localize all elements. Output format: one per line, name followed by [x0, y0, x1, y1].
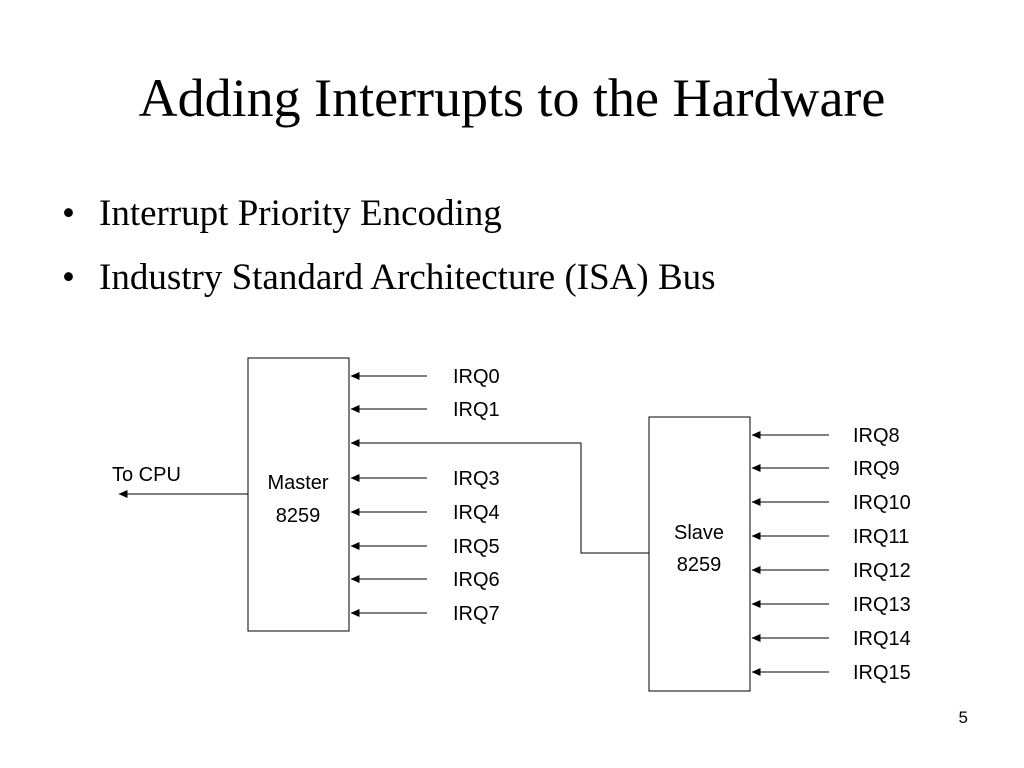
- bullet-icon: •: [62, 257, 75, 298]
- bullet-text: Industry Standard Architecture (ISA) Bus: [99, 257, 716, 298]
- slave-chip-part: 8259: [677, 554, 722, 576]
- slave-irq8-label: IRQ8: [853, 425, 900, 447]
- master-irq0-label: IRQ0: [453, 366, 500, 388]
- bullet-text: Interrupt Priority Encoding: [99, 193, 502, 234]
- slave-chip-name: Slave: [674, 522, 724, 544]
- master-irq6-label: IRQ6: [453, 569, 500, 591]
- master-irq1-label: IRQ1: [453, 399, 500, 421]
- bullet-icon: •: [62, 193, 75, 234]
- master-chip-part: 8259: [276, 505, 321, 527]
- slave-irq14-label: IRQ14: [853, 628, 911, 650]
- to-cpu-label: To CPU: [112, 464, 181, 486]
- slave-irq10-label: IRQ10: [853, 492, 911, 514]
- page-number: 5: [958, 708, 968, 727]
- master-irq5-label: IRQ5: [453, 536, 500, 558]
- master-irq7-label: IRQ7: [453, 603, 500, 625]
- slave-irq12-label: IRQ12: [853, 560, 911, 582]
- slave-irq15-label: IRQ15: [853, 662, 911, 684]
- master-irq3-label: IRQ3: [453, 468, 500, 490]
- bullet-list: • Interrupt Priority Encoding • Industry S…: [62, 188, 716, 316]
- slide-title: Adding Interrupts to the Hardware: [138, 68, 886, 128]
- master-irq4-label: IRQ4: [453, 502, 500, 524]
- bullet-item: • Interrupt Priority Encoding: [62, 188, 716, 252]
- bullet-item: • Industry Standard Architecture (ISA) Bu…: [62, 252, 716, 316]
- slave-irq9-label: IRQ9: [853, 458, 900, 480]
- master-8259-box: [247, 357, 350, 632]
- cascade-line: [350, 439, 649, 554]
- master-chip-name: Master: [267, 472, 328, 494]
- slave-irq11-label: IRQ11: [853, 526, 909, 548]
- slave-8259-box: [648, 416, 751, 692]
- slave-irq13-label: IRQ13: [853, 594, 911, 616]
